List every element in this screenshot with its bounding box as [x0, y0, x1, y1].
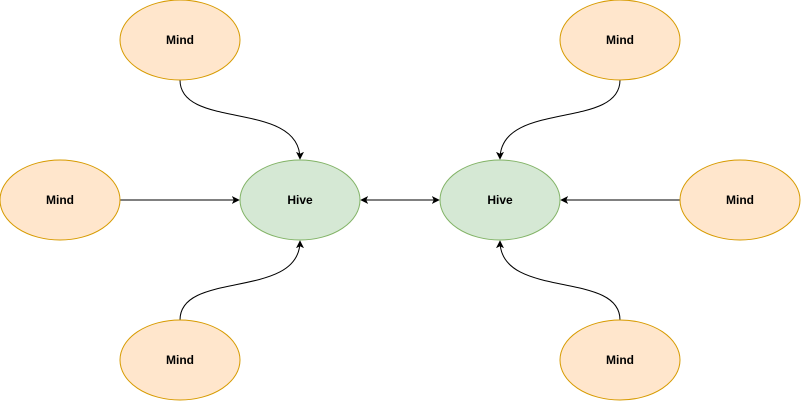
mind-node-mid-left[interactable]: Mind [0, 159, 121, 241]
mind-node-mid-right[interactable]: Mind [679, 159, 801, 241]
mind-node-bottom-right[interactable]: Mind [559, 319, 681, 401]
mind-node-label: Mind [46, 193, 74, 207]
hive-node-label: Hive [487, 193, 513, 207]
mind-node-label: Mind [606, 353, 634, 367]
edge-mind-bottom-left-to-hive-left [179, 240, 304, 321]
edge-mind-bottom-right-to-hive-right [496, 240, 621, 321]
mind-node-bottom-left[interactable]: Mind [119, 319, 241, 401]
edges [120, 79, 680, 321]
mind-node-label: Mind [166, 33, 194, 47]
hive-node-right[interactable]: Hive [439, 159, 561, 241]
edge-mind-top-left-to-hive-left [179, 79, 304, 160]
mind-node-top-right[interactable]: Mind [559, 0, 681, 81]
mind-node-top-left[interactable]: Mind [119, 0, 241, 81]
hive-node-label: Hive [287, 193, 313, 207]
mind-node-label: Mind [166, 353, 194, 367]
edge-mind-top-right-to-hive-right [496, 79, 621, 160]
hive-node-left[interactable]: Hive [239, 159, 361, 241]
mind-node-label: Mind [606, 33, 634, 47]
mind-node-label: Mind [726, 193, 754, 207]
